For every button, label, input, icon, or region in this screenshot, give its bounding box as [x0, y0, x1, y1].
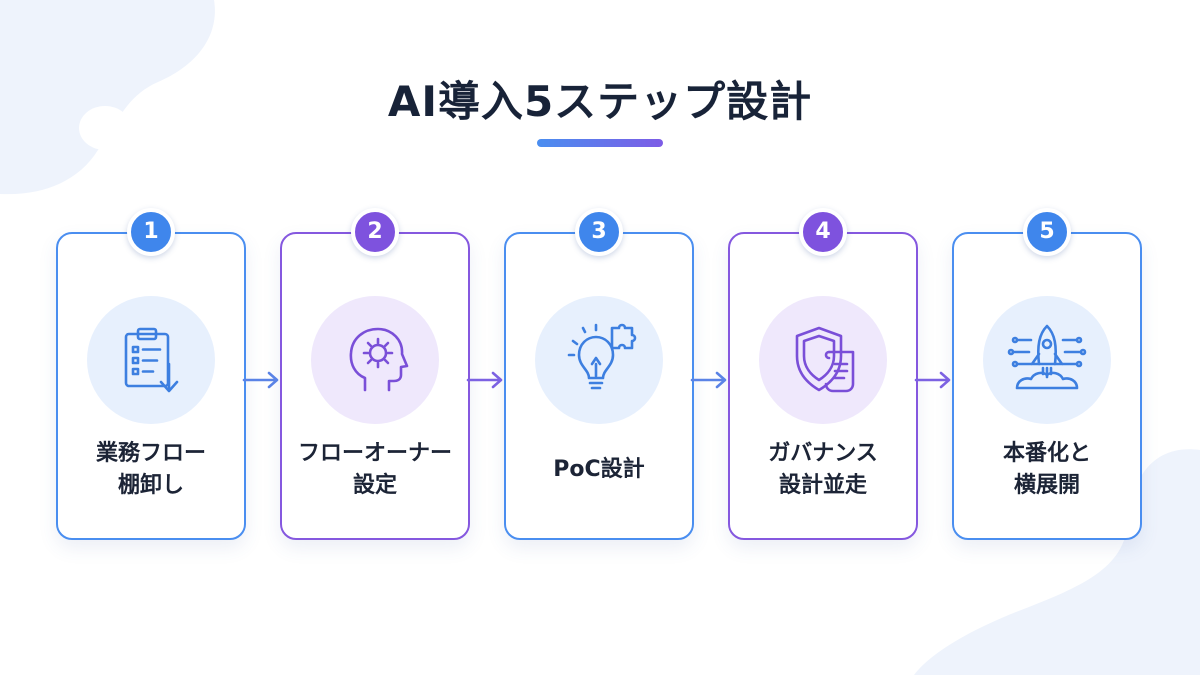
icon-background — [535, 296, 663, 424]
arrow-right-icon — [914, 371, 951, 389]
step-label-line1: 本番化と — [1002, 441, 1091, 466]
step-label-line2: 設定 — [352, 472, 397, 498]
step-label-line2: 設計並走 — [778, 472, 867, 498]
shield-document-icon — [795, 326, 855, 393]
head-gear-icon — [349, 327, 409, 392]
clipboard-checklist-icon — [124, 327, 179, 393]
step-number-badge: 1 — [127, 208, 175, 256]
step-number-badge: 5 — [1023, 208, 1071, 256]
step-label: 本番化と 横展開 — [954, 438, 1140, 502]
step-label: フローオーナー 設定 — [282, 438, 468, 502]
step-label-line1: PoC設計 — [553, 457, 645, 482]
page-title: AI導入5ステップ設計 — [387, 77, 813, 126]
step-label-line1: ガバナンス — [768, 441, 878, 466]
step-label-line2: 横展開 — [1013, 472, 1080, 498]
step-card-3: 3 PoC設計 — [504, 208, 694, 540]
step-card-4: 4 ガバナンス 設計並走 — [728, 208, 918, 540]
step-label: ガバナンス 設計並走 — [730, 438, 916, 502]
step-card-5: 5 本番化と 横展開 — [952, 208, 1142, 540]
step-number-badge: 2 — [351, 208, 399, 256]
arrow-right-icon — [466, 371, 503, 389]
icon-background — [87, 296, 215, 424]
step-number-badge: 4 — [799, 208, 847, 256]
step-label-line2: 棚卸し — [117, 472, 184, 498]
arrow-right-icon — [690, 371, 727, 389]
step-label: 業務フロー 棚卸し — [58, 438, 244, 502]
step-label: PoC設計 — [506, 454, 692, 486]
title-underline — [537, 139, 663, 147]
step-card-2: 2 フローオーナー 設定 — [280, 208, 470, 540]
step-label-line1: 業務フロー — [95, 441, 206, 466]
lightbulb-puzzle-icon — [567, 323, 637, 390]
icon-background — [311, 296, 439, 424]
step-card-1: 1 業務フロー 棚卸し — [56, 208, 246, 540]
step-number-badge: 3 — [575, 208, 623, 256]
rocket-launch-icon — [1007, 324, 1087, 390]
arrow-right-icon — [242, 371, 279, 389]
icon-background — [983, 296, 1111, 424]
step-label-line1: フローオーナー — [297, 441, 452, 466]
icon-background — [759, 296, 887, 424]
